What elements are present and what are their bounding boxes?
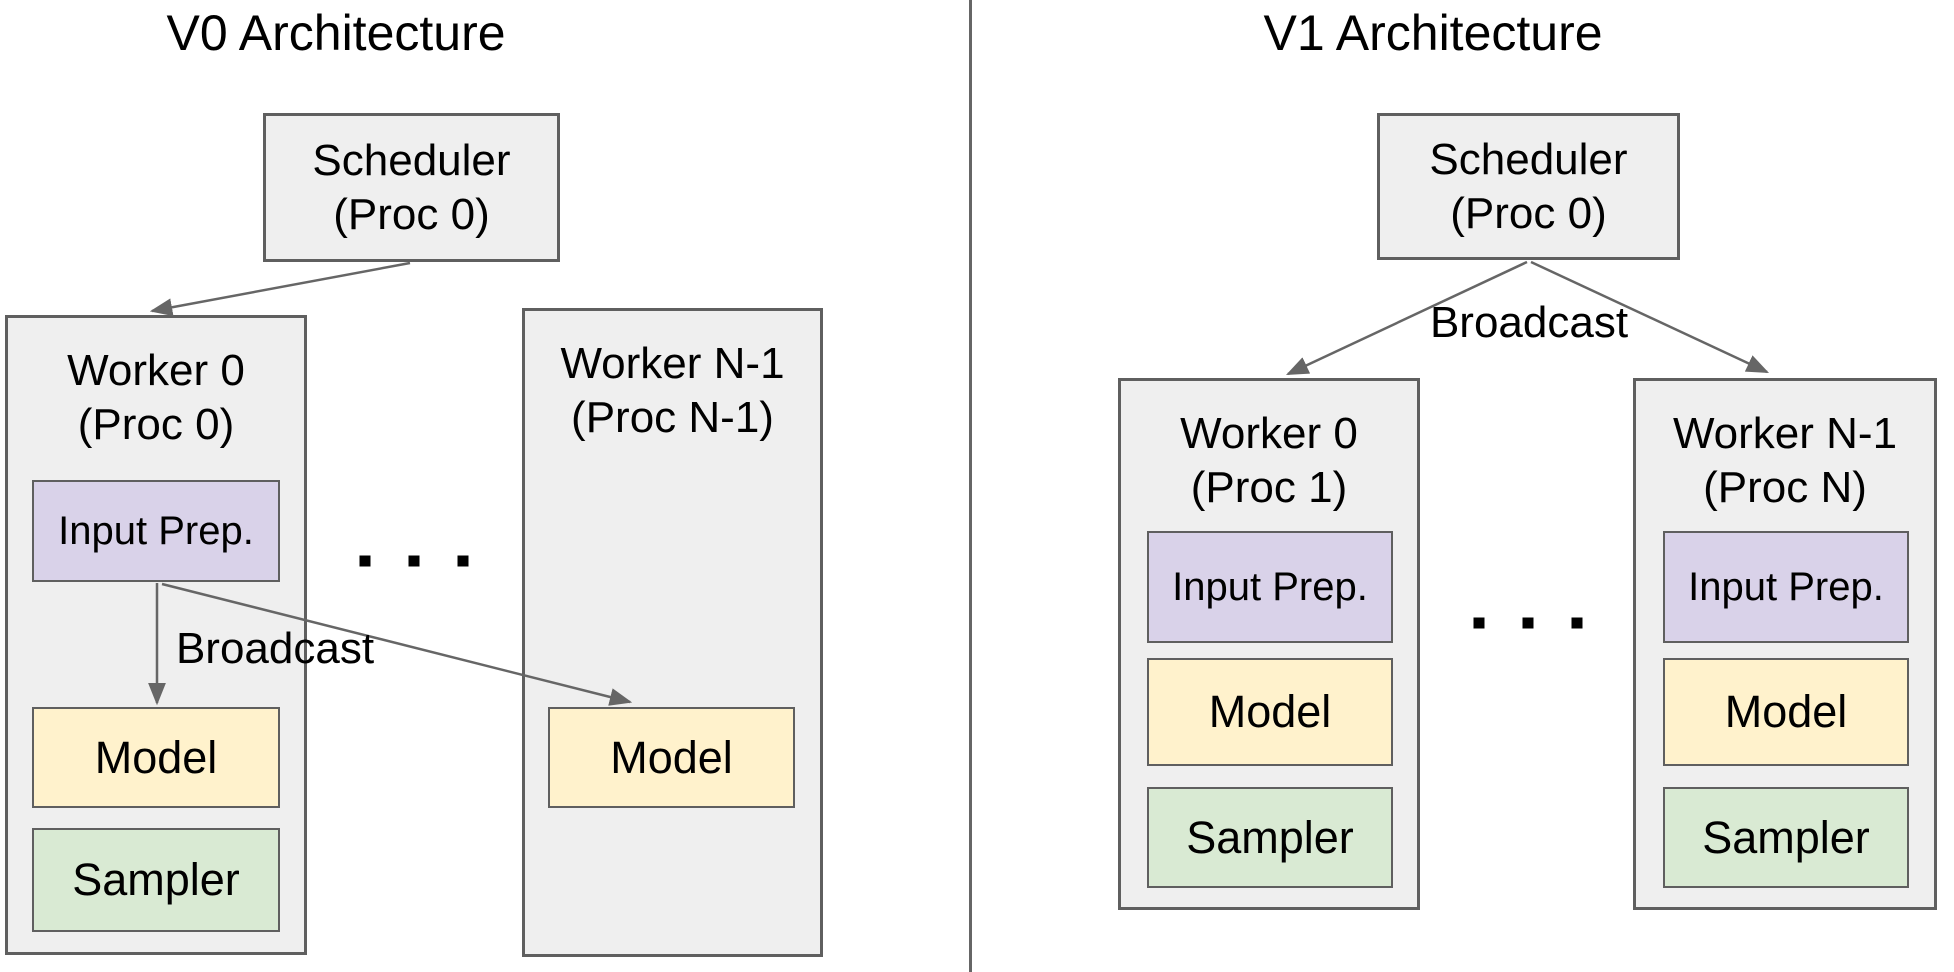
v0-scheduler-name: Scheduler bbox=[312, 135, 511, 185]
dot-icon bbox=[457, 555, 469, 567]
v0-worker0-label: Worker 0 (Proc 0) bbox=[8, 344, 304, 452]
dot-icon bbox=[1522, 617, 1534, 629]
v1-worker0-name: Worker 0 bbox=[1180, 409, 1358, 458]
dot-icon bbox=[1473, 617, 1485, 629]
dot-icon bbox=[359, 555, 371, 567]
v1-workerN-sampler-box: Sampler bbox=[1663, 787, 1909, 888]
v0-workerN-model-box: Model bbox=[548, 707, 795, 808]
v0-worker0-sampler-box: Sampler bbox=[32, 828, 280, 932]
v1-scheduler-label: Scheduler (Proc 0) bbox=[1429, 133, 1627, 241]
dot-icon bbox=[1571, 617, 1583, 629]
vertical-divider bbox=[969, 0, 972, 972]
v1-scheduler-box: Scheduler (Proc 0) bbox=[1377, 113, 1680, 260]
v1-workerN-name: Worker N-1 bbox=[1672, 409, 1898, 458]
v1-worker0-label: Worker 0 (Proc 1) bbox=[1121, 407, 1417, 515]
v0-worker0-name: Worker 0 bbox=[67, 346, 245, 395]
v1-workerN-box: Worker N-1 (Proc N) Input Prep. Model Sa… bbox=[1633, 378, 1937, 910]
dot-icon bbox=[408, 555, 420, 567]
v1-workerN-model-box: Model bbox=[1663, 658, 1909, 766]
v0-title: V0 Architecture bbox=[166, 5, 506, 61]
v0-scheduler-label: Scheduler (Proc 0) bbox=[312, 134, 510, 242]
v0-workerN-name: Worker N-1 bbox=[560, 339, 785, 388]
v1-workerN-input-prep-box: Input Prep. bbox=[1663, 531, 1909, 643]
v0-ellipsis-icon bbox=[359, 555, 469, 567]
v0-scheduler-proc: (Proc 0) bbox=[333, 189, 490, 239]
v0-worker0-proc: (Proc 0) bbox=[77, 400, 235, 449]
v0-scheduler-box: Scheduler (Proc 0) bbox=[263, 113, 560, 262]
v1-worker0-input-prep-box: Input Prep. bbox=[1147, 531, 1393, 643]
v0-broadcast-label: Broadcast bbox=[175, 624, 375, 673]
v1-broadcast-label: Broadcast bbox=[1429, 298, 1629, 347]
v0-workerN-proc: (Proc N-1) bbox=[571, 393, 774, 442]
v1-ellipsis-icon bbox=[1473, 617, 1583, 629]
v1-worker0-proc: (Proc 1) bbox=[1190, 463, 1348, 512]
v1-title: V1 Architecture bbox=[1263, 5, 1603, 61]
v1-workerN-proc: (Proc N) bbox=[1703, 463, 1867, 512]
v0-scheduler-to-worker0-arrow bbox=[149, 261, 411, 317]
v1-scheduler-proc: (Proc 0) bbox=[1450, 188, 1607, 238]
v0-worker0-model-box: Model bbox=[32, 707, 280, 808]
v1-worker0-model-box: Model bbox=[1147, 658, 1393, 766]
v1-worker0-box: Worker 0 (Proc 1) Input Prep. Model Samp… bbox=[1118, 378, 1420, 910]
v0-worker0-input-prep-box: Input Prep. bbox=[32, 480, 280, 582]
v1-workerN-label: Worker N-1 (Proc N) bbox=[1636, 407, 1934, 515]
v0-workerN-box: Worker N-1 (Proc N-1) Model bbox=[522, 308, 823, 957]
v0-workerN-label: Worker N-1 (Proc N-1) bbox=[525, 337, 820, 445]
v1-scheduler-name: Scheduler bbox=[1429, 134, 1628, 184]
v1-worker0-sampler-box: Sampler bbox=[1147, 787, 1393, 888]
